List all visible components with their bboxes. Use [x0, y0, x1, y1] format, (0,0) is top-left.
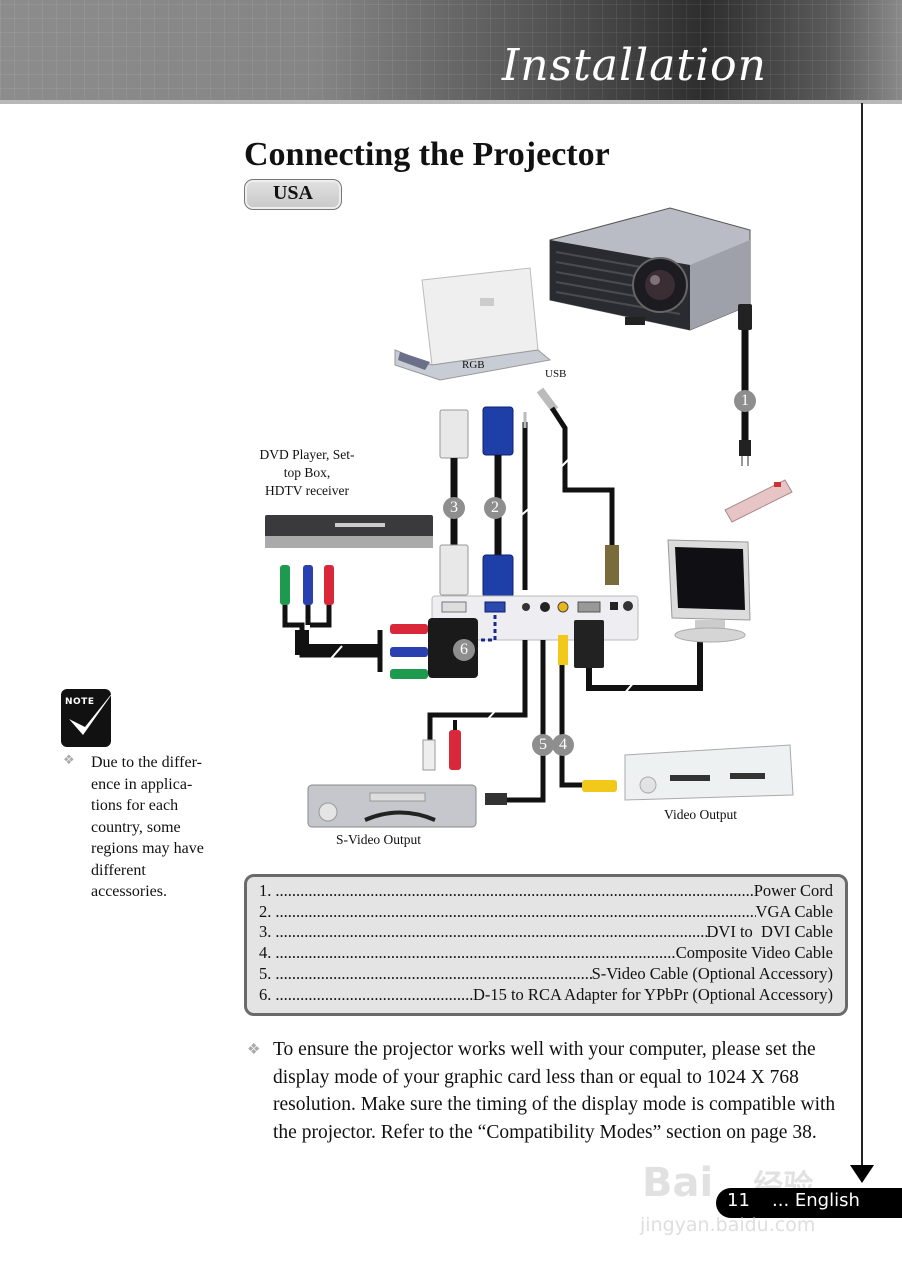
- rgb-label: RGB: [462, 359, 485, 371]
- legend-number: 6.: [259, 984, 272, 1004]
- note-text-line: regions may have: [91, 840, 204, 857]
- badge-1-power-cord: 1: [734, 390, 756, 412]
- legend-row: 2. VGA Cable: [259, 902, 833, 923]
- svideo-dvd-player-icon: [307, 784, 477, 828]
- bullet-icon: ❖: [63, 753, 75, 768]
- legend-item-label: DVI to DVI Cable: [706, 922, 833, 942]
- legend-row: 6. D-15 to RCA Adapter for YPbPr (Option…: [259, 985, 833, 1006]
- power-strip-icon: [724, 479, 793, 523]
- footer-page-tab: [716, 1188, 902, 1218]
- note-text-line: different: [91, 861, 146, 879]
- s-video-output-label: S-Video Output: [336, 832, 422, 847]
- checkmark-icon: [69, 687, 117, 735]
- diagram-canvas: [265, 207, 794, 828]
- badge-3-dvi-cable: 3: [443, 497, 465, 519]
- legend-number: 3.: [259, 922, 272, 942]
- legend-item-label: Composite Video Cable: [675, 943, 833, 963]
- legend-number: 2.: [259, 901, 272, 921]
- hdtv-receiver-icon: [265, 515, 433, 548]
- note-text-line: accessories.: [91, 883, 167, 900]
- vcr-icon: [624, 744, 794, 801]
- dvd-source-label: DVD Player, Set- top Box, HDTV receiver: [242, 446, 372, 500]
- component-cable-icon: [280, 565, 428, 679]
- leader-dots: [271, 985, 473, 1006]
- usb-label: USB: [545, 368, 567, 380]
- legend-item-label: Power Cord: [753, 881, 833, 900]
- badge-5-svideo-cable: 5: [532, 734, 554, 756]
- lcd-monitor-icon: [667, 539, 751, 643]
- dvd-source-label-line: DVD Player, Set-: [259, 447, 355, 462]
- note-icon-label: NOTE: [65, 697, 95, 707]
- note-text-line: country, some: [91, 818, 181, 836]
- legend-item-label: S-Video Cable (Optional Accessory): [591, 963, 833, 983]
- output-cables-icon: [422, 620, 703, 805]
- legend-row: 3. DVI to DVI Cable: [259, 922, 833, 943]
- usb-cable-icon: [536, 387, 619, 585]
- badge-4-composite-cable: 4: [552, 734, 574, 756]
- display-mode-instruction: To ensure the projector works well with …: [273, 1039, 836, 1143]
- footer-language: ... English: [772, 1190, 860, 1211]
- note-icon: NOTE: [61, 687, 117, 747]
- badge-6-d15-rca-adapter: 6: [453, 639, 475, 661]
- arrow-down-icon: [850, 1165, 874, 1183]
- legend-number: 1.: [259, 881, 272, 900]
- audio-cable-icon: [517, 412, 533, 590]
- dvd-source-label-line: top Box,: [283, 465, 331, 480]
- legend-number: 4.: [259, 943, 272, 963]
- legend-number: 5.: [259, 963, 272, 983]
- legend-row: 1. Power Cord: [259, 881, 833, 902]
- leader-dots: [271, 922, 706, 943]
- leader-dots: [271, 881, 753, 902]
- note-text-line: ence in applica-: [91, 775, 193, 793]
- dvd-source-label-line: HDTV receiver: [264, 483, 350, 498]
- leader-dots: [271, 902, 755, 923]
- video-output-label: Video Output: [664, 807, 738, 822]
- laptop-icon: [394, 267, 552, 381]
- section-title: Installation: [501, 40, 767, 91]
- legend-row: 5. S-Video Cable (Optional Accessory): [259, 964, 833, 985]
- leader-dots: [271, 964, 591, 985]
- projector-icon: [549, 207, 751, 331]
- power-cord-icon: [738, 304, 752, 466]
- connection-diagram: RGB USB DVD Player, Set- top Box, HDTV r…: [240, 200, 860, 860]
- header-divider: [0, 100, 902, 104]
- watermark-brand: Bai: [642, 1160, 714, 1206]
- note-text: Due to the differ- ence in applica- tion…: [91, 752, 231, 903]
- legend-item-label: D-15 to RCA Adapter for YPbPr (Optional …: [472, 984, 833, 1004]
- badge-2-vga-cable: 2: [484, 497, 506, 519]
- page-margin-rule: [861, 103, 863, 1167]
- region-tag: USA: [244, 179, 342, 210]
- legend-item-label: VGA Cable: [755, 901, 833, 921]
- note-text-line: Due to the differ-: [91, 754, 202, 771]
- leader-dots: [271, 943, 675, 964]
- cable-legend: 1. Power Cord 2. VGA Cable 3. DVI to DVI…: [244, 874, 848, 1016]
- legend-row: 4. Composite Video Cable: [259, 943, 833, 964]
- section-header-banner: Installation: [0, 0, 902, 103]
- baidu-watermark-url: jingyan.baidu.com: [640, 1214, 816, 1236]
- page-number: 11: [727, 1190, 750, 1211]
- note-text-line: tions for each: [91, 797, 179, 814]
- page-title: Connecting the Projector: [244, 136, 610, 173]
- bullet-icon: ❖: [247, 1040, 261, 1058]
